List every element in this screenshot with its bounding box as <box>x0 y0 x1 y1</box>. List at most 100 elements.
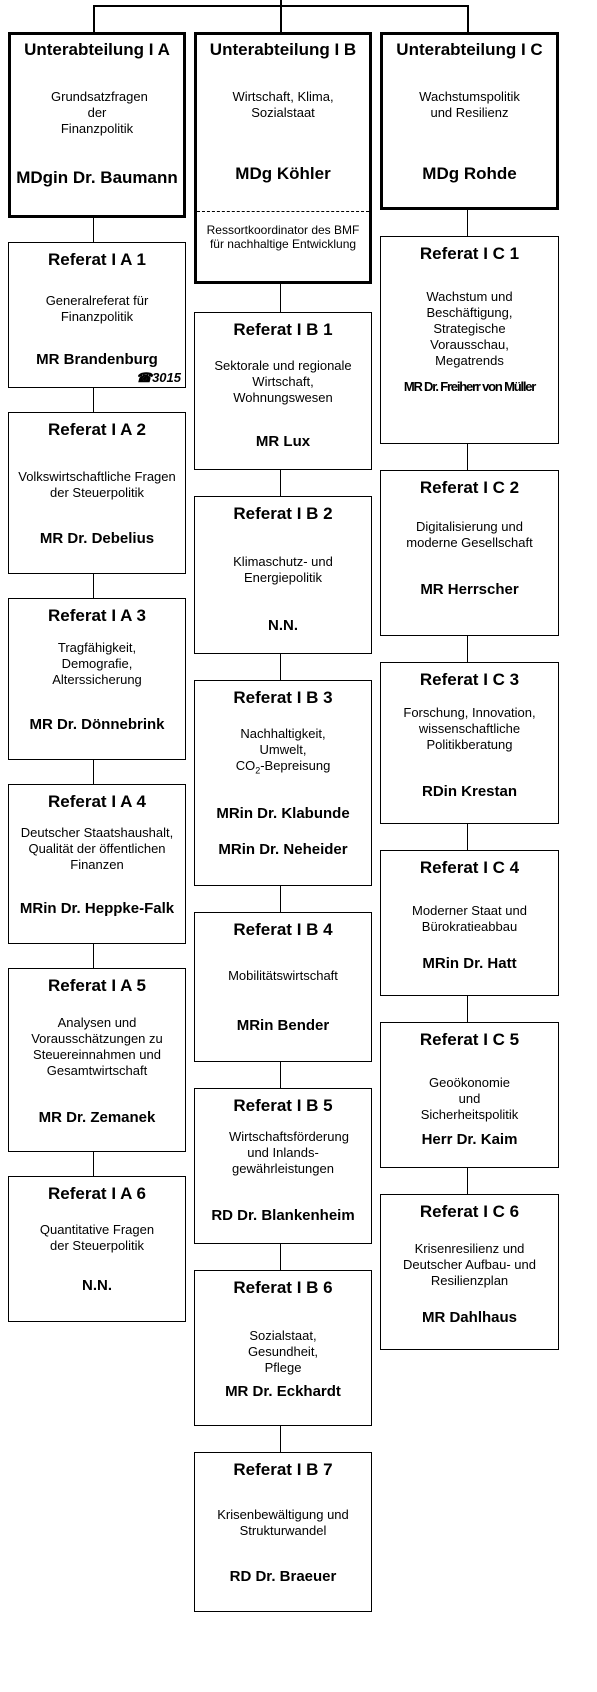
referat-box: Referat I A 4 Deutscher Staatshaushalt, … <box>8 784 186 944</box>
head-desc: Wachstumspolitik und Resilienz <box>419 89 520 120</box>
co2-text: CO <box>235 758 256 773</box>
divider <box>197 211 369 212</box>
referat-desc: Klimaschutz- und Energiepolitik <box>233 554 333 585</box>
referat-box: Referat I A 3 Tragfähigkeit, Demografie,… <box>8 598 186 760</box>
co2-subscript: 2 <box>255 765 261 776</box>
referat-desc: Sozialstaat, Gesundheit, Pflege <box>247 1328 319 1375</box>
connector <box>280 0 282 6</box>
referat-title: Referat I A 1 <box>48 250 146 269</box>
referat-person: MR Dr. Freiherr von Müller <box>403 379 537 394</box>
connector <box>467 1168 468 1194</box>
referat-person: N.N. <box>82 1277 112 1294</box>
referat-box: Referat I B 7 Krisenbewältigung und Stru… <box>194 1452 372 1612</box>
referat-desc: Geoökonomie und Sicherheitspolitik <box>420 1075 519 1122</box>
referat-person: RD Dr. Blankenheim <box>211 1207 355 1224</box>
referat-person: RD Dr. Braeuer <box>229 1568 337 1585</box>
head-title: Unterabteilung I C <box>396 40 543 59</box>
referat-box: Referat I B 1 Sektorale und regionale Wi… <box>194 312 372 470</box>
connector <box>467 210 468 236</box>
referat-title: Referat I C 6 <box>419 1202 520 1221</box>
referat-desc: Tragfähigkeit, Demografie, Alterssicheru… <box>52 640 142 687</box>
co2-rest: -Bepreisung <box>260 758 331 773</box>
connector <box>93 944 94 968</box>
referat-title: Referat I B 3 <box>233 688 333 707</box>
referat-title: Referat I B 7 <box>233 1460 333 1479</box>
referat-title: Referat I C 4 <box>419 858 520 877</box>
referat-box: Referat I B 4 Mobilitätswirtschaft MRin … <box>194 912 372 1062</box>
connector <box>93 218 94 242</box>
connector <box>280 284 281 312</box>
referat-box: Referat I B 6 Sozialstaat, Gesundheit, P… <box>194 1270 372 1426</box>
referat-title: Referat I C 1 <box>419 244 520 263</box>
referat-box: Referat I A 2 Volkswirtschaftliche Frage… <box>8 412 186 574</box>
unterabteilung-b: Unterabteilung I B Wirtschaft, Klima, So… <box>194 32 372 284</box>
referat-box: Referat I A 6 Quantitative Fragen der St… <box>8 1176 186 1322</box>
referat-desc: Wachstum und Beschäftigung, Strategische… <box>426 289 513 368</box>
referat-person: MR Herrscher <box>420 581 519 598</box>
referat-person: MR Dr. Dönnebrink <box>29 716 165 733</box>
referat-title: Referat I A 2 <box>48 420 146 439</box>
referat-title: Referat I A 4 <box>48 792 146 811</box>
referat-desc: Forschung, Innovation, wissenschaftliche… <box>403 705 536 752</box>
head-note: Ressortkoordinator des BMF für nachhalti… <box>206 223 360 251</box>
referat-person: RDin Krestan <box>421 783 518 800</box>
referat-title: Referat I B 1 <box>233 320 333 339</box>
connector <box>467 824 468 850</box>
connector <box>467 636 468 662</box>
referat-desc: Quantitative Fragen der Steuerpolitik <box>39 1222 155 1253</box>
head-desc: Grundsatzfragen der Finanzpolitik <box>51 89 148 136</box>
head-desc: Wirtschaft, Klima, Sozialstaat <box>232 89 334 120</box>
connector <box>280 886 281 912</box>
referat-title: Referat I B 6 <box>233 1278 333 1297</box>
connector <box>280 470 281 496</box>
referat-desc: Analysen und Vorausschätzungen zu Steuer… <box>31 1015 163 1078</box>
referat-box: Referat I C 2 Digitalisierung und modern… <box>380 470 559 636</box>
referat-person: MRin Dr. Klabunde <box>216 805 350 822</box>
connector <box>467 444 468 470</box>
connector <box>280 5 282 33</box>
head-person: MDgin Dr. Baumann <box>16 168 178 187</box>
connector <box>280 1426 281 1452</box>
referat-desc: Krisenbewältigung und Strukturwandel <box>217 1507 349 1538</box>
referat-title: Referat I B 5 <box>233 1096 333 1115</box>
referat-desc: Sektorale und regionale Wirtschaft, Wohn… <box>214 358 352 405</box>
connector <box>280 1062 281 1088</box>
referat-title: Referat I C 5 <box>419 1030 520 1049</box>
referat-title: Referat I C 3 <box>419 670 520 689</box>
referat-box: Referat I C 1 Wachstum und Beschäftigung… <box>380 236 559 444</box>
referat-desc: Wirtschaftsförderung und Inlands-gewährl… <box>229 1129 349 1176</box>
head-person: MDg Köhler <box>235 164 331 183</box>
referat-box: Referat I A 1 Generalreferat für Finanzp… <box>8 242 186 388</box>
referat-person: MR Dr. Debelius <box>39 530 155 547</box>
referat-box: Referat I C 6 Krisenresilienz und Deutsc… <box>380 1194 559 1350</box>
referat-desc-co2: CO2-Bepreisung <box>195 758 371 779</box>
connector <box>467 5 469 33</box>
referat-desc: Nachhaltigkeit, Umwelt, <box>240 726 326 757</box>
referat-title: Referat I B 2 <box>233 504 333 523</box>
referat-person: MR Brandenburg <box>36 351 158 368</box>
connector <box>93 760 94 784</box>
referat-box: Referat I C 4 Moderner Staat und Bürokra… <box>380 850 559 996</box>
unterabteilung-c: Unterabteilung I C Wachstumspolitik und … <box>380 32 559 210</box>
head-title: Unterabteilung I B <box>209 40 357 59</box>
referat-title: Referat I B 4 <box>233 920 333 939</box>
connector <box>93 5 95 33</box>
connector <box>93 1152 94 1176</box>
referat-person: Herr Dr. Kaim <box>421 1131 518 1148</box>
referat-person: MR Dr. Eckhardt <box>225 1383 341 1400</box>
referat-desc: Moderner Staat und Bürokratieabbau <box>412 903 527 934</box>
connector <box>280 654 281 680</box>
referat-title: Referat I C 2 <box>419 478 520 497</box>
connector <box>93 574 94 598</box>
referat-box: Referat I C 3 Forschung, Innovation, wis… <box>380 662 559 824</box>
connector <box>467 996 468 1022</box>
referat-person: N.N. <box>268 617 298 634</box>
referat-person: MR Dr. Zemanek <box>38 1109 156 1126</box>
referat-person: MRin Bender <box>236 1017 330 1034</box>
phone-number: ☎3015 <box>135 370 181 385</box>
referat-desc: Volkswirtschaftliche Fragen der Steuerpo… <box>18 469 176 500</box>
referat-desc: Digitalisierung und moderne Gesellschaft <box>406 519 533 550</box>
referat-desc: Generalreferat für Finanzpolitik <box>45 293 149 324</box>
connector <box>280 1244 281 1270</box>
head-title: Unterabteilung I A <box>24 40 170 59</box>
